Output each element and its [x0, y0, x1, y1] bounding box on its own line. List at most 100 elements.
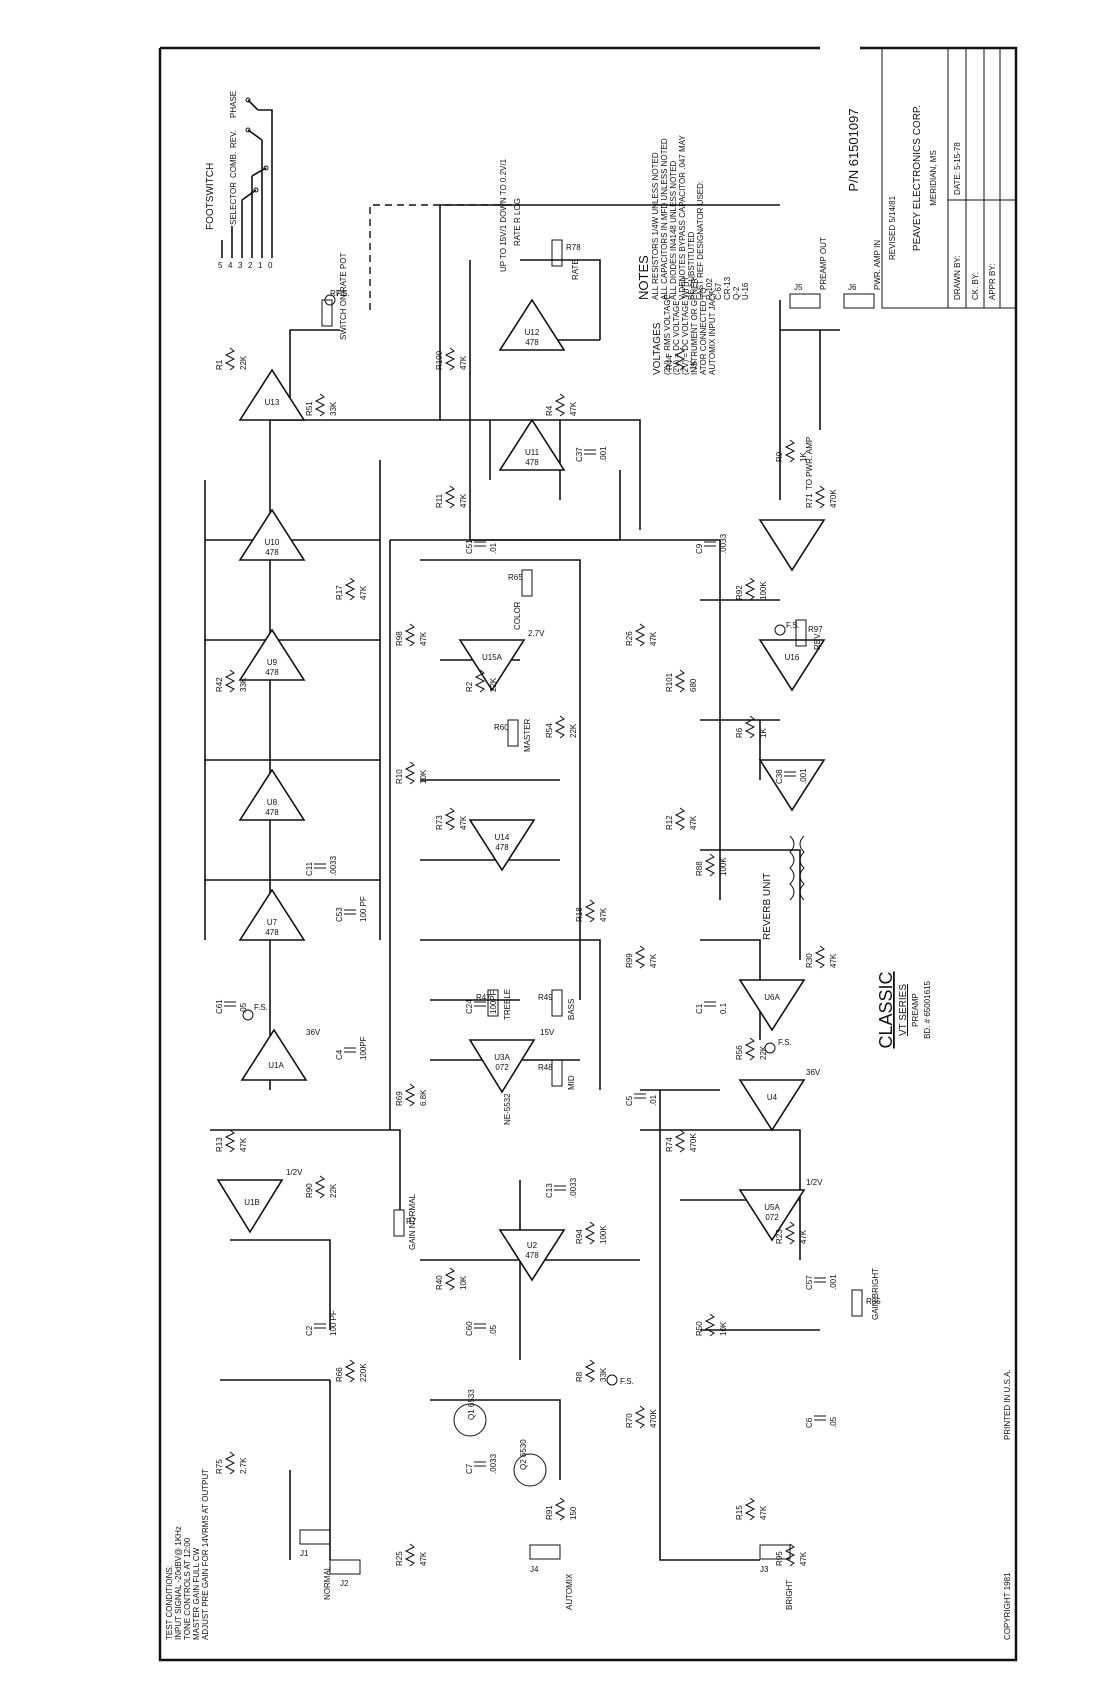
component-c57: C57.001 [805, 1274, 838, 1290]
opamp-volts: 36V [806, 1068, 821, 1077]
control-r49[interactable]: R49 BASS [538, 989, 576, 1020]
opamp-u1a: U1A 36V [240, 1028, 321, 1081]
fs-terminal-icon [764, 1042, 776, 1054]
jack-j2[interactable]: J2 [329, 1559, 361, 1588]
opamp-u5a: U5A 072 1/2V [738, 1178, 823, 1242]
opamp-ref: U16 [785, 653, 800, 662]
component-ref: C53 [335, 907, 344, 922]
notes-line: ALL DIODES IN4148 UNLESS NOTED [669, 160, 678, 300]
reverb-transformer-icon [789, 835, 805, 901]
voltages-line: (2V) = DC VOLTAGE [672, 300, 681, 375]
component-ref: R23 [775, 1229, 784, 1244]
control-r47[interactable]: R47 TREBLE [476, 989, 512, 1020]
jack-label: PWR. AMP IN [873, 240, 882, 290]
control-r65[interactable]: R65 COLOR [508, 569, 533, 630]
revised-date: REVISED 5/14/81 [888, 195, 897, 260]
component-ref: R91 [545, 1505, 554, 1520]
jack-j3[interactable]: J3 BRIGHT [759, 1544, 794, 1610]
fs-terminal-icon [324, 294, 336, 306]
component-ref: R66 [335, 1367, 344, 1382]
opamp-part: 072 [495, 1063, 509, 1072]
jack-j4[interactable]: J4 AUTOMIX [529, 1544, 574, 1610]
product-series: VT SERIES [898, 984, 909, 1036]
component-ref: R9 [775, 451, 784, 462]
component-ref: R70 [625, 1413, 634, 1428]
component-value: .05 [489, 1324, 498, 1336]
component-ref: C9 [695, 543, 704, 554]
component-value: 1K [689, 360, 698, 370]
component-value: .0033 [489, 1453, 498, 1474]
voltages-line: (2V) = RMS VOLTAGE [663, 294, 672, 375]
component-value: 10K [719, 1321, 728, 1336]
component-value: 100 PF [359, 896, 368, 922]
footswitch-option: PHASE [229, 91, 238, 118]
component-ref: R75 [215, 1459, 224, 1474]
opamp-volts: 1/2V [806, 1178, 823, 1187]
notes-line: ALL RESISTORS 1/4W UNLESS NOTED [651, 152, 660, 300]
copyright: COPYRIGHT 1981 [1003, 1572, 1012, 1640]
component-ref: R50 [695, 1321, 704, 1336]
control-r78[interactable]: R78 RATE [551, 239, 581, 280]
notes-line: CR-13 [723, 276, 732, 300]
component-ref: R10 [395, 769, 404, 784]
notes-line: V DENOTES BYPASS CAPACITOR .047 MAY [678, 135, 687, 300]
component-ref: R56 [735, 1045, 744, 1060]
component-ref: C7 [465, 1463, 474, 1474]
fs-label: F.S. [254, 1003, 268, 1012]
opamp-part: 478 [525, 338, 539, 347]
component-value: 100K [599, 1225, 608, 1244]
opamp-ref: U7 [267, 918, 278, 927]
opamp-ref: U8 [267, 798, 278, 807]
component-ref: R18 [575, 907, 584, 922]
component-c38: C38.001 [775, 768, 808, 784]
component-value: 100PF [489, 990, 498, 1014]
opamp-part: 478 [495, 843, 509, 852]
control-r48[interactable]: R48 MID [538, 1059, 576, 1090]
control-ref: R97 [808, 625, 823, 634]
q2-label: Q2 6530 [519, 1439, 528, 1470]
fs-terminal-icon [774, 624, 786, 636]
opamp-part: 478 [265, 548, 279, 557]
component-ref: R74 [665, 1137, 674, 1152]
component-ref: C13 [545, 1183, 554, 1198]
component-ref: R8 [575, 1371, 584, 1382]
component-value: .001 [799, 768, 808, 784]
component-value: 47K [829, 953, 838, 968]
component-ref: R15 [735, 1505, 744, 1520]
control-r97[interactable]: R97 REV. [795, 619, 823, 650]
component-c37: C37.001 [575, 446, 608, 462]
control-r7[interactable]: R7 GAIN NORMAL [393, 1193, 417, 1250]
control-r60[interactable]: R60 MASTER [494, 718, 532, 752]
component-value: 680 [689, 678, 698, 692]
component-c6: C6.05 [805, 1415, 838, 1428]
voltages-line: AUTOMIX INPUT JACK [708, 289, 717, 375]
test-conditions-line: ADJUST PRE GAIN FOR 14VRMS AT OUTPUT [201, 1469, 210, 1640]
jack-j5[interactable]: J5 PREAMP OUT [789, 237, 828, 309]
fs-terminal-icon [242, 1009, 254, 1021]
component-value: 10K [419, 769, 428, 784]
control-r85[interactable]: R85 GAIN BRIGHT [851, 1268, 881, 1320]
jack-j1[interactable]: J1 NORMAL [299, 1529, 332, 1600]
notes-line: Q-2 [732, 286, 741, 300]
component-r50: R50 10K [695, 1313, 728, 1337]
fs-label: F.S. [336, 289, 350, 298]
component-value: 470K [829, 489, 838, 508]
component-c7: C7 .0033 [465, 1453, 498, 1474]
component-value: 47K [419, 1551, 428, 1566]
voltages-block: VOLTAGES (2V) = RMS VOLTAGE (2V) = DC VO… [652, 275, 717, 375]
jack-j6[interactable]: J6 PWR. AMP IN [843, 240, 882, 309]
opamp-volts: 2.7V [528, 629, 545, 638]
opamp-u18 [758, 759, 826, 812]
component-value: 47K [649, 631, 658, 646]
control-r76[interactable]: R76 SWITCH ON RATE POT [321, 252, 348, 340]
component-ref: R11 [435, 493, 444, 508]
